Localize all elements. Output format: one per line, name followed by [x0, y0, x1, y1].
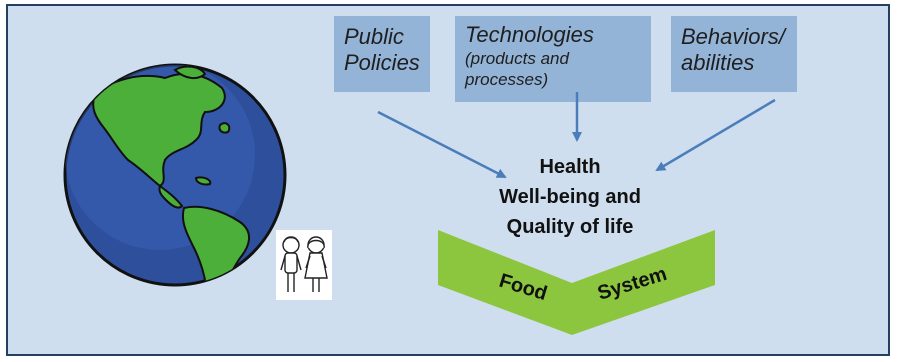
outcome-health: Health — [539, 156, 601, 178]
behaviors-line2: abilities — [681, 50, 755, 75]
outcome-quality: Quality of life — [506, 216, 634, 238]
children-icon — [276, 230, 332, 300]
technologies-sub2: processes) — [465, 70, 549, 89]
behaviors-box: Behaviors/ abilities — [671, 16, 797, 92]
technologies-title: Technologies — [465, 22, 594, 47]
public-policies-line2: Policies — [344, 50, 420, 75]
food-system-chevron — [438, 230, 715, 335]
globe-icon — [63, 63, 287, 287]
arrow-policies — [377, 110, 507, 179]
outcome-wellbeing: Well-being and — [499, 186, 641, 208]
public-policies-line1: Public — [344, 24, 404, 49]
public-policies-box: Public Policies — [334, 16, 430, 92]
behaviors-line1: Behaviors/ — [681, 24, 785, 49]
technologies-box: Technologies (products and processes) — [455, 16, 651, 102]
arrow-behaviors — [655, 98, 776, 172]
technologies-sub1: (products and — [465, 49, 569, 68]
